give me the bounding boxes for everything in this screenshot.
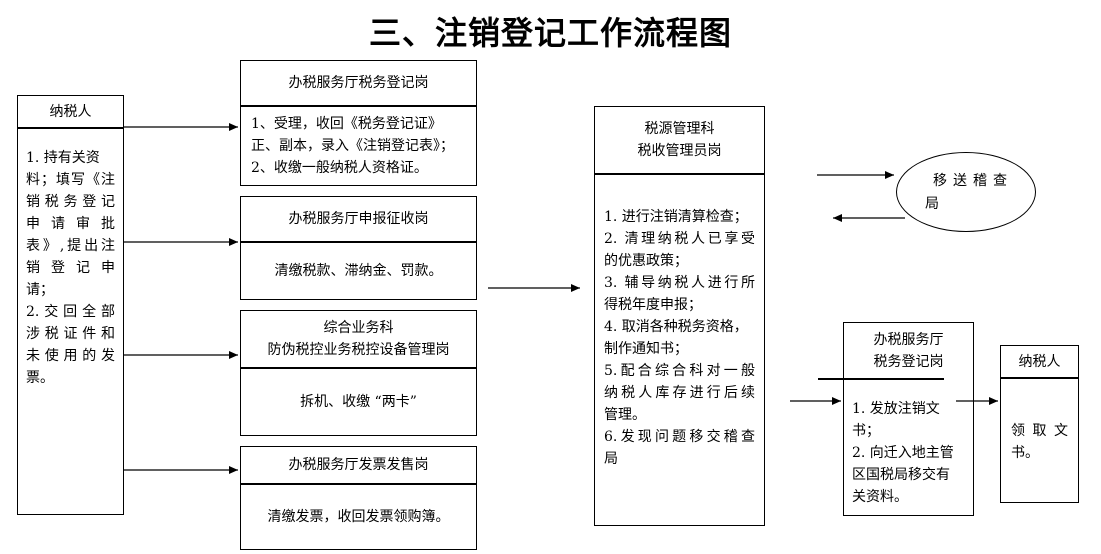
tax-control-post-box: 综合业务科 防伪税控业务税控设备管理岗 拆机、收缴 “两卡”: [240, 310, 477, 436]
tax-source-step-line: 4. 取消各种税务资格，: [604, 319, 748, 335]
registration-post-steps: 1、受理，收回《税务登记证》 正、副本，录入《注销登记表》； 2、收缴一般纳税人…: [241, 113, 476, 185]
tax-source-management-header-line: 税收管理员岗: [637, 143, 722, 159]
taxpayer-step-line: 涉税证件和: [26, 326, 115, 342]
invoice-post-box: 办税服务厅发票发售岗 清缴发票，收回发票领购簿。: [240, 446, 477, 550]
invoice-post-body: 清缴发票，收回发票领购簿。: [267, 509, 450, 525]
levy-post-box: 办税服务厅申报征收岗 清缴税款、滞纳金、罚款。: [240, 196, 477, 300]
registration-final-header: 办税服务厅 税务登记岗: [844, 329, 973, 373]
taxpayer-step-line: 申 请 审 批: [26, 216, 115, 232]
registration-final-line: 1. 发放注销文: [852, 401, 940, 417]
registration-final-steps: 1. 发放注销文 书； 2. 向迁入地主管 区国税局移交有 关资料。: [844, 398, 973, 515]
tax-source-step-line: 3. 辅导纳税人进行所: [604, 275, 755, 291]
tax-source-management-box: 税源管理科 税收管理员岗 1. 进行注销清算检查； 2. 清理纳税人已享受 的优…: [594, 106, 765, 526]
registration-post-line: 正、副本，录入《注销登记表》；: [251, 138, 454, 154]
taxpayer-step-line: 销 登 记 申: [26, 260, 115, 276]
registration-post-line: 1、受理，收回《税务登记证》: [251, 116, 442, 132]
inspection-bureau-label: 移送稽查: [933, 173, 1013, 189]
taxpayer-step-line: 销税务登记: [26, 194, 115, 210]
inspection-bureau-label: 局: [925, 196, 939, 212]
registration-final-line: 区国税局移交有: [852, 467, 950, 483]
taxpayer-submit-box: 纳税人 1. 持有关资 料；填写《注 销税务登记 申 请 审 批 表》,提出注 …: [17, 95, 124, 515]
taxpayer-step-line: 料；填写《注: [26, 172, 115, 188]
tax-source-management-header-line: 税源管理科: [644, 121, 715, 137]
tax-control-post-header-line: 防伪税控业务税控设备管理岗: [267, 342, 450, 358]
taxpayer-step-line: 未使用的发: [26, 348, 115, 364]
inspection-bureau-node: 移送稽查 局: [896, 152, 1036, 232]
registration-post-box: 办税服务厅税务登记岗 1、受理，收回《税务登记证》 正、副本，录入《注销登记表》…: [240, 60, 477, 186]
tax-source-step-line: 纳税人库存进行后续: [604, 385, 755, 401]
taxpayer-steps: 1. 持有关资 料；填写《注 销税务登记 申 请 审 批 表》,提出注 销 登 …: [18, 147, 123, 514]
registration-post-line: 2、收缴一般纳税人资格证。: [251, 160, 428, 176]
registration-final-box: 办税服务厅 税务登记岗 1. 发放注销文 书； 2. 向迁入地主管 区国税局移交…: [843, 322, 974, 516]
tax-source-step-line: 管理。: [604, 407, 646, 423]
taxpayer-step-line: 2.交回全部: [26, 304, 115, 320]
tax-source-step-line: 制作通知书；: [604, 341, 688, 357]
levy-post-header: 办税服务厅申报征收岗: [241, 197, 476, 243]
taxpayer-step-line: 请；: [26, 282, 54, 298]
registration-post-header: 办税服务厅税务登记岗: [241, 61, 476, 107]
levy-post-body: 清缴税款、滞纳金、罚款。: [274, 263, 443, 279]
tax-control-post-header: 综合业务科 防伪税控业务税控设备管理岗: [241, 311, 476, 369]
page-title: 三、注销登记工作流程图: [368, 14, 732, 52]
tax-source-step-line: 5.配合综合科对一般: [604, 363, 755, 379]
registration-final-line: 书；: [852, 423, 880, 439]
tax-source-management-header: 税源管理科 税收管理员岗: [595, 107, 764, 175]
registration-final-line: 2. 向迁入地主管: [852, 445, 954, 461]
taxpayer-receive-body: 领 取 文 书。: [1001, 420, 1078, 502]
tax-source-step-line: 局: [604, 451, 618, 467]
registration-final-header-line: 税务登记岗: [873, 354, 944, 370]
tax-source-step-line: 6.发现问题移交稽查: [604, 429, 755, 445]
tax-source-step-line: 的优惠政策；: [604, 253, 688, 269]
tax-source-step-line: 2. 清理纳税人已享受: [604, 231, 755, 247]
tax-source-management-steps: 1. 进行注销清算检查； 2. 清理纳税人已享受 的优惠政策； 3. 辅导纳税人…: [595, 206, 764, 525]
tax-source-step-line: 得税年度申报；: [604, 297, 702, 313]
taxpayer-receive-line: 领 取 文: [1011, 423, 1068, 439]
tax-control-post-header-line: 综合业务科: [323, 320, 394, 336]
taxpayer-receive-line: 书。: [1011, 445, 1039, 461]
tax-control-post-body: 拆机、收缴 “两卡”: [300, 394, 417, 410]
taxpayer-receive-header: 纳税人: [1001, 346, 1078, 379]
taxpayer-header: 纳税人: [18, 96, 123, 129]
registration-final-header-line: 办税服务厅: [873, 332, 944, 348]
taxpayer-step-line: 票。: [26, 370, 54, 386]
taxpayer-receive-box: 纳税人 领 取 文 书。: [1000, 345, 1079, 503]
taxpayer-step-line: 表》,提出注: [26, 238, 115, 254]
taxpayer-step-line: 1. 持有关资: [26, 150, 100, 166]
registration-final-line: 关资料。: [852, 489, 908, 505]
tax-source-step-line: 1. 进行注销清算检查；: [604, 209, 748, 225]
invoice-post-header: 办税服务厅发票发售岗: [241, 447, 476, 485]
